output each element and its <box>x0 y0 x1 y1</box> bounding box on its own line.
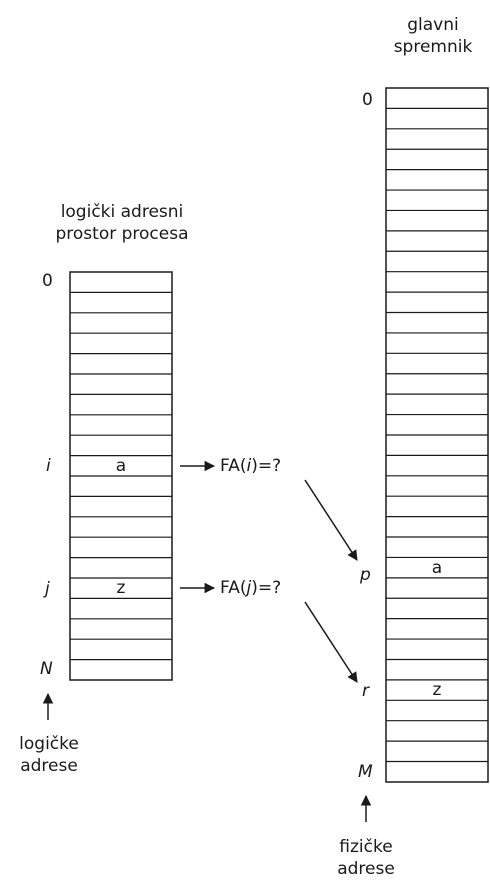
fa-i-suffix: )=? <box>251 456 282 476</box>
logical-label-j: j <box>45 579 50 599</box>
physical-title: glavni spremnik <box>376 14 490 58</box>
fa-i-prefix: FA( <box>220 456 247 476</box>
arrow-fa-i-to-p <box>304 479 358 561</box>
physical-caption-line2: adrese <box>337 859 395 879</box>
fa-j-label: FA(j)=? <box>220 577 281 599</box>
fa-i-var: i <box>246 456 252 476</box>
physical-label-p: p <box>360 565 371 585</box>
fa-j-suffix: )=? <box>251 578 282 598</box>
fa-j-var: j <box>246 578 252 598</box>
physical-label-end: M <box>358 762 373 782</box>
logical-cell-i-value: a <box>115 456 127 476</box>
physical-title-line1: glavni <box>407 15 459 35</box>
logical-title-line2: prostor procesa <box>55 224 189 244</box>
logical-caption: logičke adrese <box>0 733 98 777</box>
fa-j-prefix: FA( <box>220 578 247 598</box>
logical-title: logički adresni prostor procesa <box>22 201 222 245</box>
logical-cell-j-value: z <box>116 578 126 598</box>
physical-cell-r-value: z <box>432 680 442 700</box>
logical-title-line1: logički adresni <box>60 202 184 222</box>
arrow-fa-j-to-r <box>304 601 358 683</box>
physical-label-r: r <box>362 681 369 701</box>
physical-title-line2: spremnik <box>393 37 473 57</box>
logical-label-start: 0 <box>42 271 53 291</box>
logical-caption-line2: adrese <box>20 756 78 776</box>
logical-caption-line1: logičke <box>19 734 79 754</box>
logical-address-column <box>69 271 173 681</box>
physical-memory-column <box>385 87 489 783</box>
physical-caption-line1: fizičke <box>339 837 393 857</box>
logical-label-i: i <box>46 456 51 476</box>
physical-label-start: 0 <box>362 90 373 110</box>
logical-label-end: N <box>40 659 53 679</box>
fa-i-label: FA(i)=? <box>220 455 281 477</box>
physical-caption: fizičke adrese <box>316 836 416 880</box>
physical-cell-p-value: a <box>431 558 443 578</box>
